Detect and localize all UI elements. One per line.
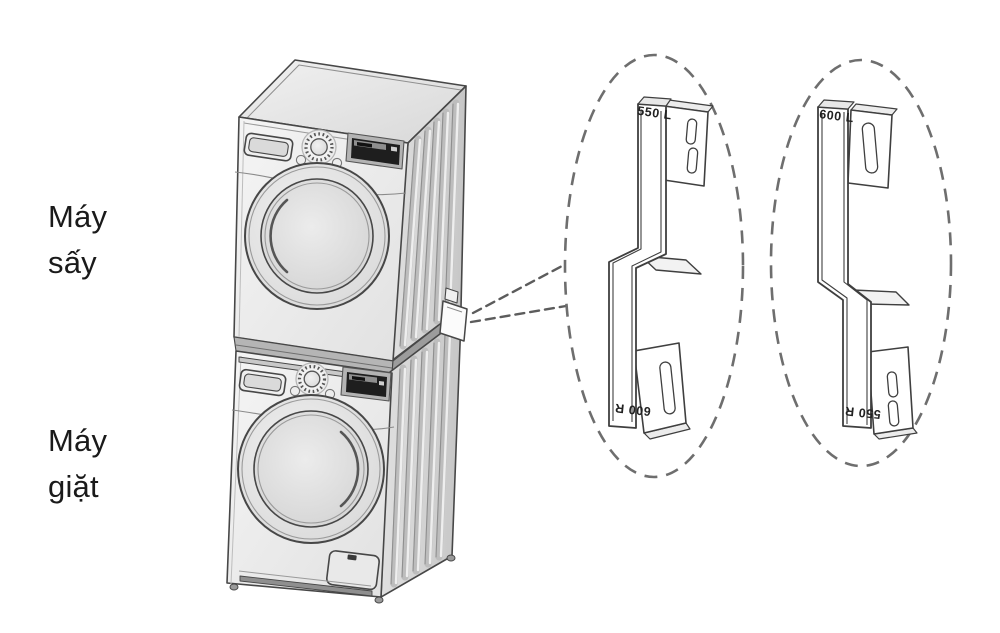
dryer-dispenser-drawer <box>243 132 294 162</box>
dryer-program-dial <box>301 129 337 165</box>
left-callout-ellipse <box>563 53 745 479</box>
right-callout <box>769 58 953 468</box>
dryer-door <box>244 162 390 310</box>
dryer-display <box>345 132 405 170</box>
washer-side-ribs <box>390 329 452 588</box>
washer-service-panel <box>325 550 380 591</box>
washer-unit <box>226 317 462 604</box>
stacked-units-illustration <box>226 59 468 604</box>
washer-label: Máy giặt <box>48 423 108 504</box>
washer-display <box>340 366 392 402</box>
washer-button-left <box>289 385 301 397</box>
right-callout-ellipse <box>769 58 953 468</box>
dryer-unit <box>233 59 467 363</box>
left-bracket-illustration <box>608 96 714 440</box>
washer-door-glass-highlight <box>339 430 360 508</box>
dryer-door-glass-highlight <box>269 198 289 274</box>
right-bracket-illustration <box>817 99 918 440</box>
stacking-bracket-on-unit <box>439 287 468 342</box>
left-callout <box>563 53 745 479</box>
washer-door <box>237 394 385 544</box>
washer-program-dial <box>295 362 329 396</box>
dryer-label: Máy sấy <box>48 199 108 280</box>
callout-leader-lines <box>469 263 568 324</box>
washer-kickplate-vent <box>239 575 373 597</box>
washer-dispenser-drawer <box>238 368 287 397</box>
dryer-side-ribs <box>399 99 460 350</box>
washer-feet <box>229 554 456 604</box>
